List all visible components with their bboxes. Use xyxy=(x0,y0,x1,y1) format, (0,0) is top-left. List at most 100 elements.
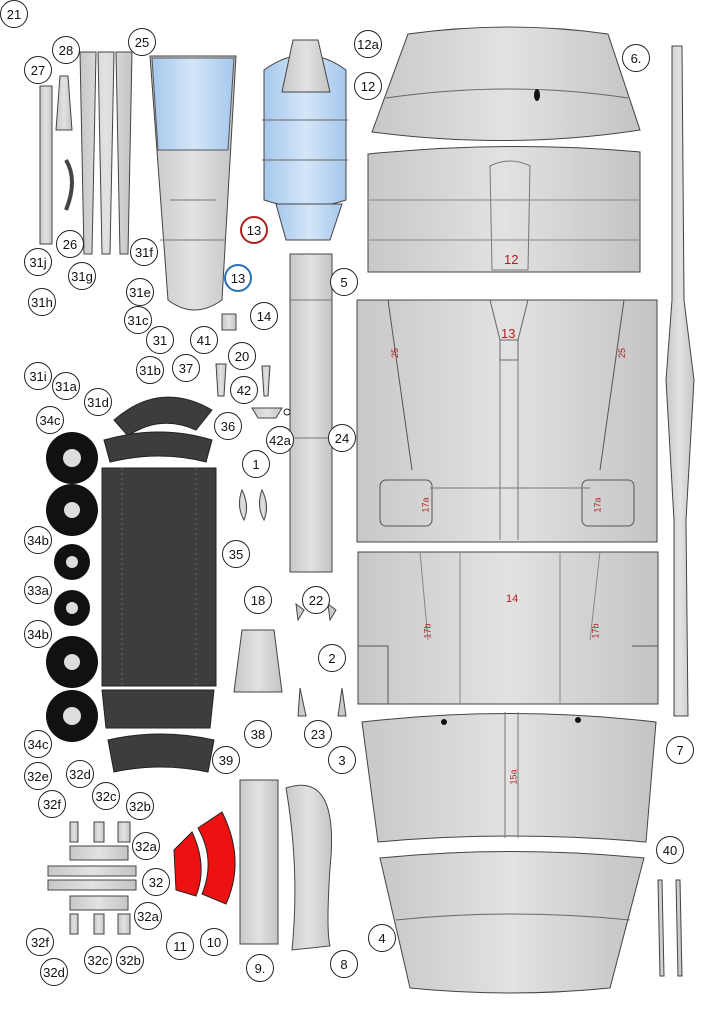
part-label-35: 35 xyxy=(222,540,250,568)
wheels xyxy=(46,432,98,742)
part-label-32b: 32b xyxy=(116,946,144,974)
part-7-hole xyxy=(534,89,540,101)
part-label-32f: 32f xyxy=(38,790,66,818)
part-label-31f: 31f xyxy=(130,238,158,266)
part-label-8: 8 xyxy=(330,950,358,978)
part-label-26: 26 xyxy=(56,230,84,258)
part-label-2: 2 xyxy=(318,644,346,672)
mark-15a: 15a xyxy=(508,769,519,785)
part-label-31d: 31d xyxy=(84,388,112,416)
part-11-red xyxy=(173,831,202,897)
part-label-12: 12 xyxy=(354,72,382,100)
part-39-band xyxy=(107,733,215,773)
part-label-32a: 32a xyxy=(134,902,162,930)
part-label-25: 25 xyxy=(128,28,156,56)
mark-25-left: 25 xyxy=(390,347,401,359)
part-label-23: 23 xyxy=(304,720,332,748)
part-label-37: 37 xyxy=(172,354,200,382)
part-35-sheet xyxy=(101,467,217,687)
part-label-42: 42 xyxy=(230,376,258,404)
part-13-canopy-small xyxy=(275,203,343,241)
part-label-31a: 31a xyxy=(52,372,80,400)
part-label-34c: 34c xyxy=(36,406,64,434)
mark-13: 13 xyxy=(501,326,516,341)
mark-17b-right: 17b xyxy=(590,623,601,639)
part-label-32e: 32e xyxy=(24,762,52,790)
part-label-12a: 12a xyxy=(354,30,382,58)
small-parts xyxy=(215,313,347,717)
part-4-panel xyxy=(379,851,645,994)
part-27-strip xyxy=(39,85,53,245)
part-label-7: 7 xyxy=(666,736,694,764)
part-label-21: 21 xyxy=(0,0,28,28)
part-label-31: 31 xyxy=(146,326,174,354)
part-label-34c: 34c xyxy=(24,730,52,758)
mark-17a-left: 17a xyxy=(420,497,431,513)
part-label-31e: 31e xyxy=(126,278,154,306)
part-label-32b: 32b xyxy=(126,792,154,820)
part-label-13: 13 xyxy=(240,216,268,244)
part-label-18: 18 xyxy=(244,586,272,614)
part-label-39: 39 xyxy=(212,746,240,774)
part-label-32f: 32f xyxy=(26,928,54,956)
part-37-fan xyxy=(113,396,213,437)
part-1-strip xyxy=(289,253,333,573)
part-label-4: 4 xyxy=(368,924,396,952)
part-label-32d: 32d xyxy=(66,760,94,788)
part-label-42a: 42a xyxy=(266,426,294,454)
mark-17a-right: 17a xyxy=(592,497,603,513)
part-2-panel xyxy=(357,551,659,705)
part-label-36: 36 xyxy=(214,412,242,440)
part-label-1: 1 xyxy=(242,450,270,478)
part-label-32c: 32c xyxy=(92,782,120,810)
mark-25-right: 25 xyxy=(617,347,628,359)
mark-17b-left: 17b xyxy=(422,623,433,639)
part-6-panel xyxy=(367,145,641,273)
part-label-3: 3 xyxy=(328,746,356,774)
part-label-31i: 31i xyxy=(24,362,52,390)
part-label-40: 40 xyxy=(656,836,684,864)
part-label-31j: 31j xyxy=(24,248,52,276)
part-label-31b: 31b xyxy=(136,356,164,384)
part-label-9: 9. xyxy=(246,954,274,982)
part-label-41: 41 xyxy=(190,326,218,354)
part-label-32: 32 xyxy=(142,868,170,896)
part-label-5: 5 xyxy=(330,268,358,296)
part-21-pieces xyxy=(657,879,683,977)
part-label-33a: 33a xyxy=(24,576,52,604)
part-38-band xyxy=(101,689,215,729)
mark-14: 14 xyxy=(506,593,519,605)
part-label-34b: 34b xyxy=(24,526,52,554)
part-label-6: 6. xyxy=(622,44,650,72)
part-label-10: 10 xyxy=(200,928,228,956)
part-7-panel xyxy=(371,26,641,142)
part-label-24: 24 xyxy=(328,424,356,452)
part-label-32c: 32c xyxy=(84,946,112,974)
part-13-glass xyxy=(151,57,235,151)
part-label-20: 20 xyxy=(228,342,256,370)
part-label-22: 22 xyxy=(302,586,330,614)
part-26-piece xyxy=(64,158,74,211)
part-40-strip xyxy=(665,45,695,717)
part-9-strip xyxy=(239,779,279,945)
part-32-group xyxy=(47,821,137,935)
part-label-14: 14 xyxy=(250,302,278,330)
part-label-28: 28 xyxy=(52,36,80,64)
part-10-red xyxy=(197,811,236,905)
part-label-38: 38 xyxy=(244,720,272,748)
part-36-band xyxy=(103,431,213,463)
part-25-strips xyxy=(79,51,133,255)
part-28-piece xyxy=(55,75,73,131)
part-label-27: 27 xyxy=(24,56,52,84)
mark-12: 12 xyxy=(504,252,519,267)
part-18-cone xyxy=(233,629,283,693)
part-3-panel xyxy=(361,713,657,843)
part-8-arc xyxy=(285,784,333,951)
part-label-31g: 31g xyxy=(68,262,96,290)
part-label-11: 11 xyxy=(166,932,194,960)
part-label-31c: 31c xyxy=(124,306,152,334)
part-label-32d: 32d xyxy=(40,958,68,986)
part-label-32a: 32a xyxy=(132,832,160,860)
part-label-13: 13 xyxy=(224,264,252,292)
